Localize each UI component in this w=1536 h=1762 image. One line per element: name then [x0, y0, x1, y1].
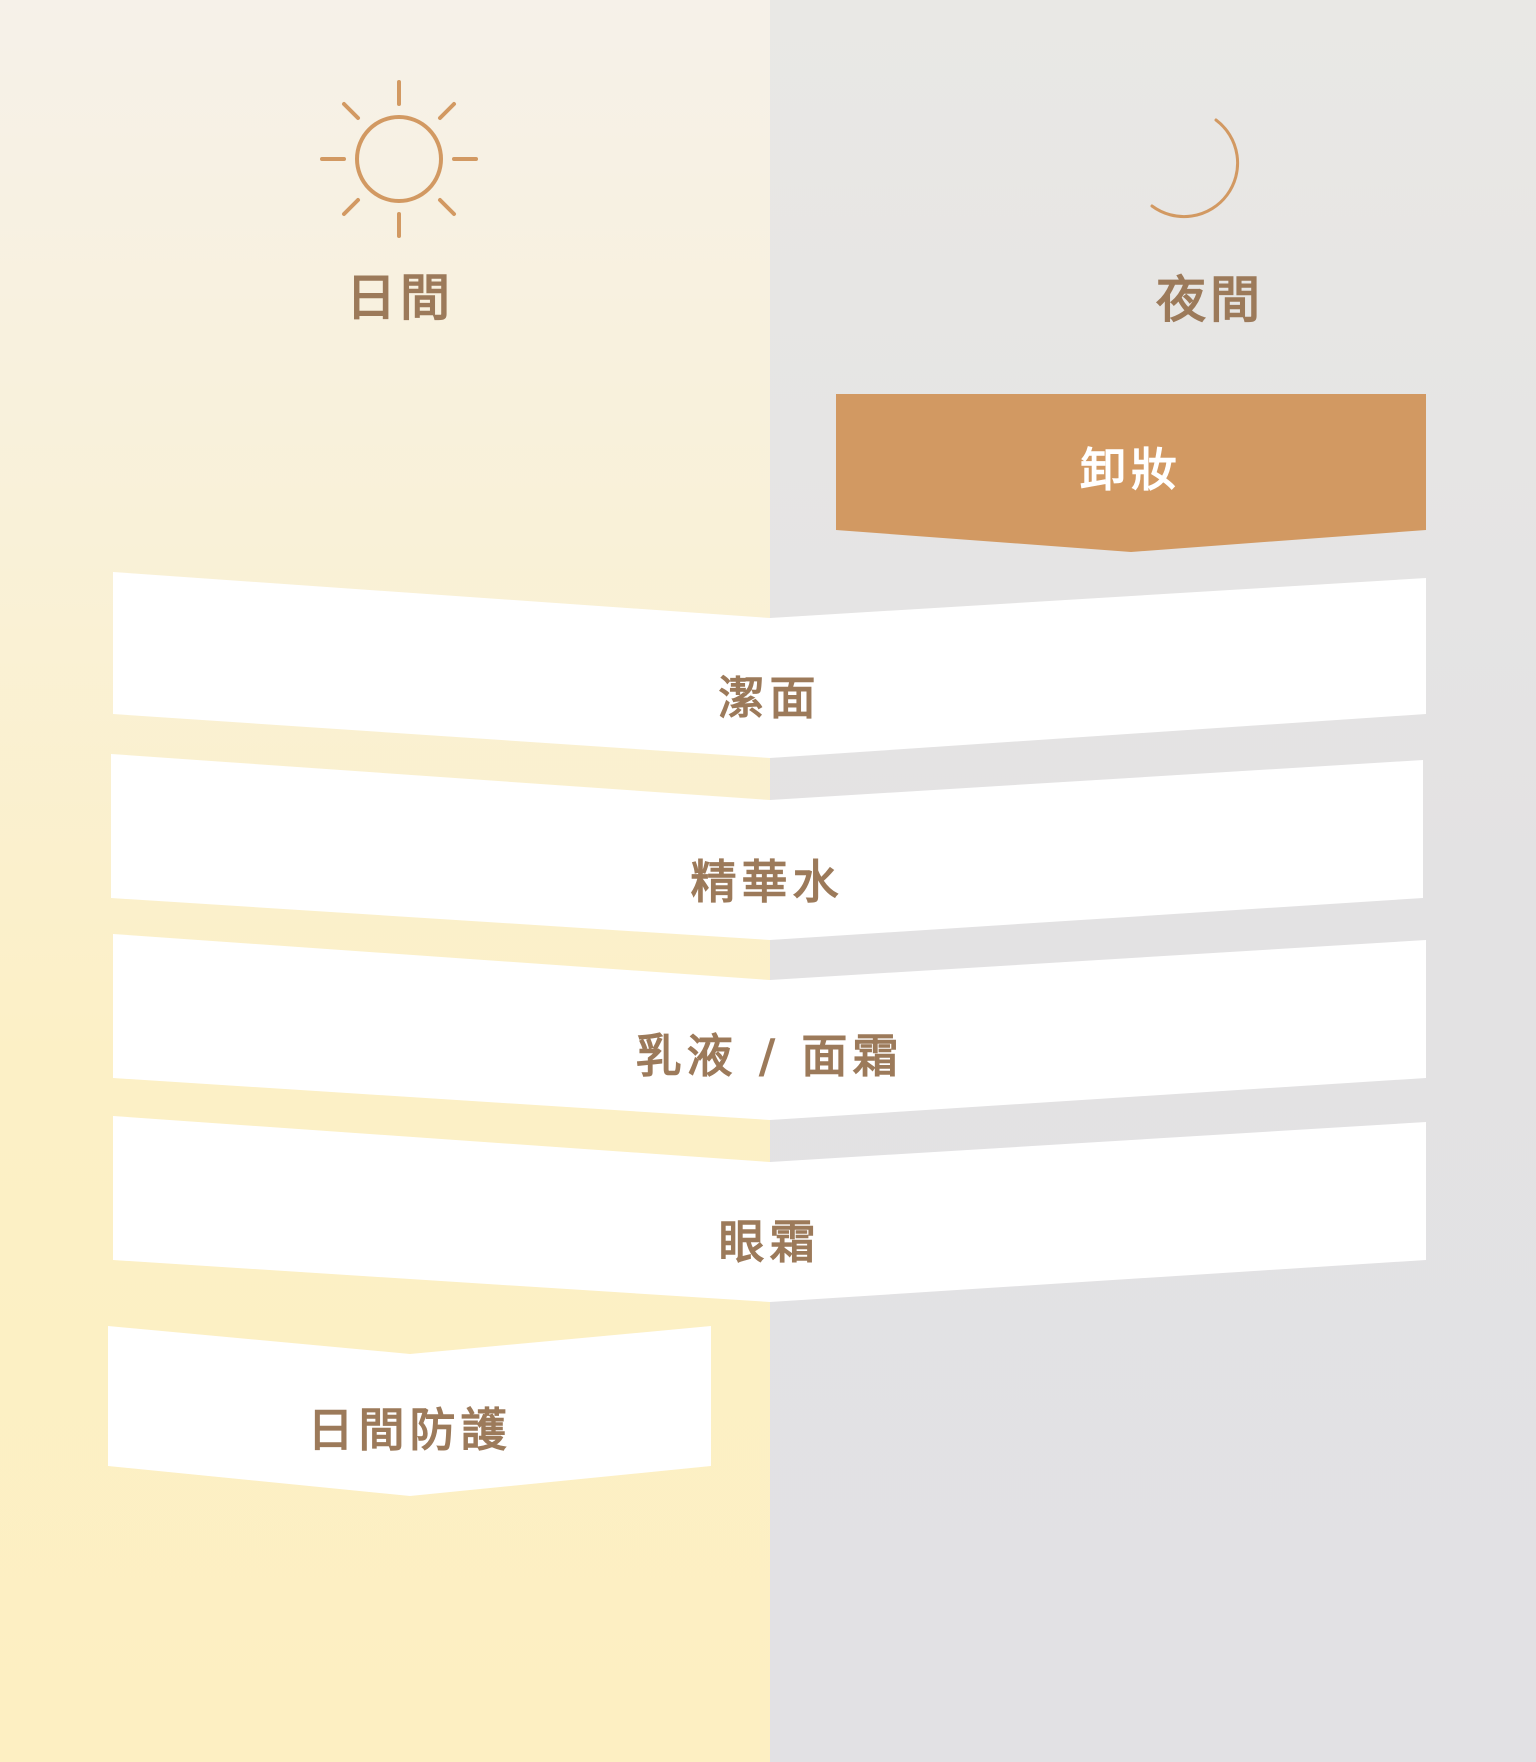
step-essence-label: 精華水 [690, 855, 844, 909]
step-emulsion-cream-label: 乳液 / 面霜 [635, 1029, 904, 1083]
step-cleanse: 潔面 [113, 572, 1426, 762]
moon-icon [1150, 118, 1260, 230]
step-eye-cream-label: 眼霜 [718, 1215, 821, 1269]
step-eye-cream: 眼霜 [113, 1116, 1426, 1306]
step-makeup-removal-label: 卸妝 [1080, 443, 1182, 497]
step-cleanse-label: 潔面 [718, 671, 821, 725]
night-label: 夜間 [1156, 271, 1264, 329]
step-makeup-removal: 卸妝 [836, 394, 1426, 554]
step-day-protection-label: 日間防護 [307, 1403, 512, 1457]
day-label: 日間 [346, 269, 454, 327]
step-essence: 精華水 [111, 754, 1423, 944]
step-day-protection: 日間防護 [108, 1326, 711, 1498]
sun-icon [318, 78, 480, 240]
step-emulsion-cream: 乳液 / 面霜 [113, 934, 1426, 1124]
